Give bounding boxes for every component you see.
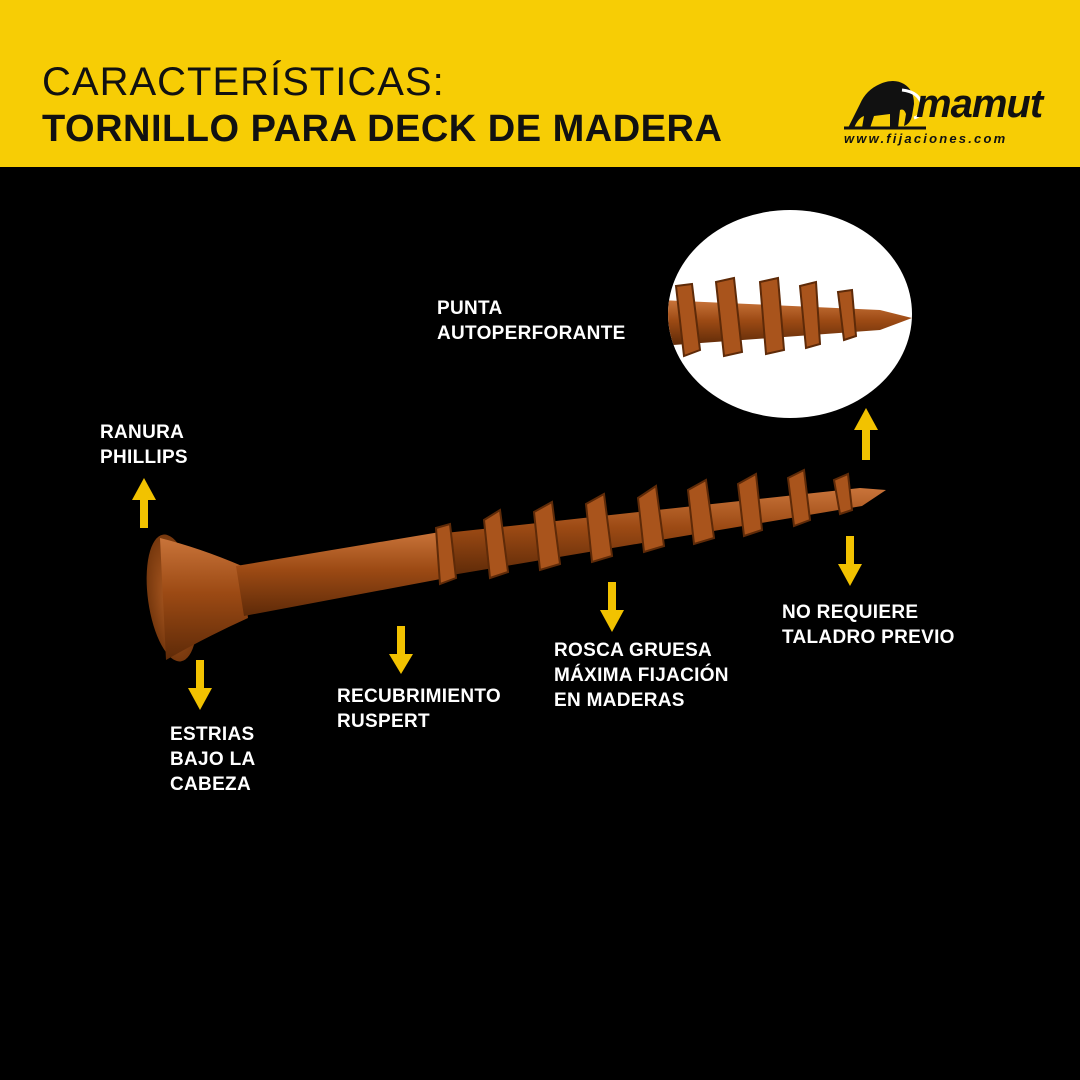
label-rosca-gruesa: ROSCA GRUESA MÁXIMA FIJACIÓN EN MADERAS (554, 640, 729, 711)
arrow-ranura (132, 478, 156, 528)
label-recubrimiento: RECUBRIMIENTO RUSPERT (337, 686, 501, 732)
logo-brand-text: mamut (916, 82, 1043, 126)
screw-threads (434, 468, 854, 586)
label-no-requiere-taladro: NO REQUIERE TALADRO PREVIO (782, 602, 955, 648)
title-line-2: TORNILLO PARA DECK DE MADERA (42, 108, 723, 150)
arrow-punta (854, 408, 878, 460)
title-line-1: CARACTERÍSTICAS: (42, 60, 445, 104)
label-estrias: ESTRIAS BAJO LA CABEZA (170, 724, 256, 795)
arrow-taladro (838, 536, 862, 586)
label-punta-autoperforante: PUNTA AUTOPERFORANTE (437, 298, 626, 344)
header-banner: CARACTERÍSTICAS: TORNILLO PARA DECK DE M… (0, 0, 1080, 167)
logo-url: www.fijaciones.com (844, 131, 1008, 146)
arrow-rosca (600, 582, 624, 632)
screw-head (146, 534, 248, 662)
arrow-recubrimiento (389, 626, 413, 674)
arrow-estrias (188, 660, 212, 710)
screw-shank (236, 532, 446, 616)
mammoth-icon (844, 81, 926, 130)
label-ranura-phillips: RANURA PHILLIPS (100, 422, 188, 468)
tip-zoom-circle (668, 210, 912, 418)
brand-logo: mamut www.fijaciones.com (836, 70, 1043, 152)
